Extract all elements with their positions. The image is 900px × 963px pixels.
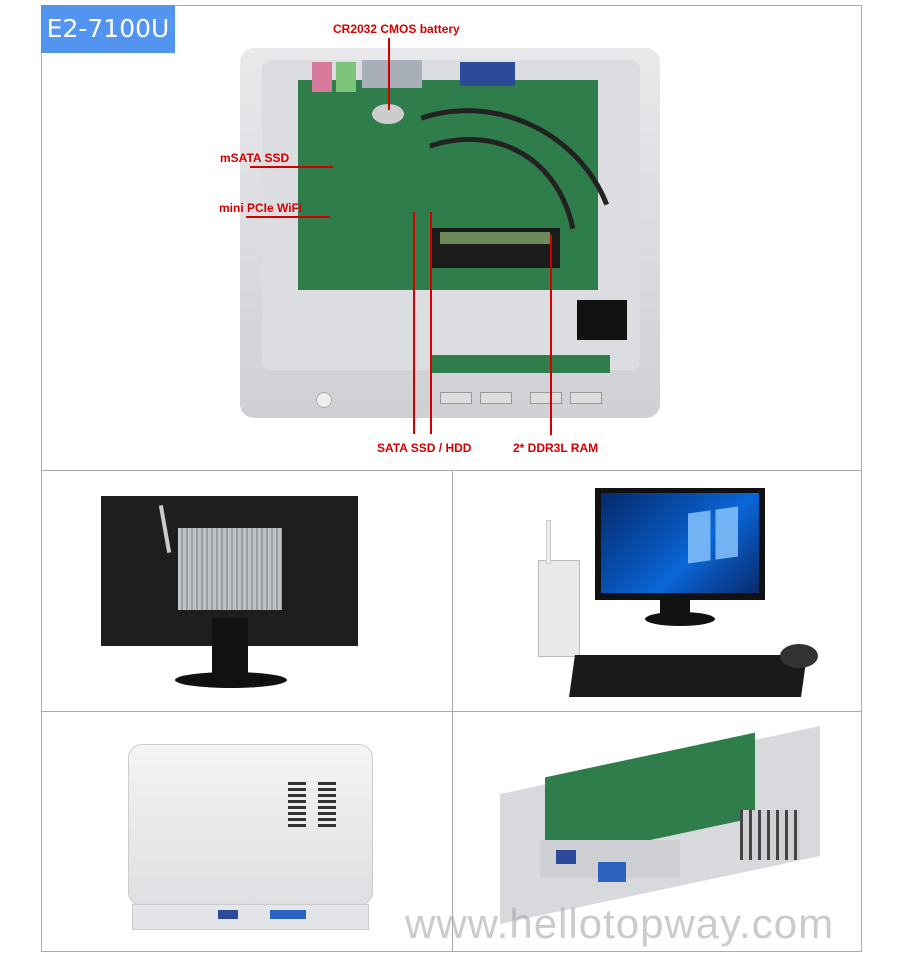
annotation-pointer: [430, 212, 432, 434]
annotation-battery: CR2032 CMOS battery: [333, 22, 460, 36]
annotation-pointer: [250, 166, 333, 168]
grid-divider: [41, 711, 862, 712]
annotation-msata: mSATA SSD: [220, 151, 290, 165]
annotation-pointer: [550, 235, 552, 435]
annotation-pointer: [413, 212, 415, 434]
image-grid-frame: [41, 5, 862, 952]
watermark: www.hellotopway.com: [405, 900, 835, 947]
annotation-pointer: [388, 38, 390, 110]
annotation-sata: SATA SSD / HDD: [377, 441, 472, 455]
grid-divider: [41, 470, 862, 471]
grid-divider: [452, 470, 453, 952]
power-button-icon: [316, 392, 332, 408]
model-badge: E2-7100U: [41, 5, 175, 53]
annotation-pointer: [246, 216, 330, 218]
annotation-ram: 2* DDR3L RAM: [513, 441, 599, 455]
annotation-wifi: mini PCIe WiFi: [219, 201, 303, 215]
windows-logo-icon: [688, 506, 738, 564]
